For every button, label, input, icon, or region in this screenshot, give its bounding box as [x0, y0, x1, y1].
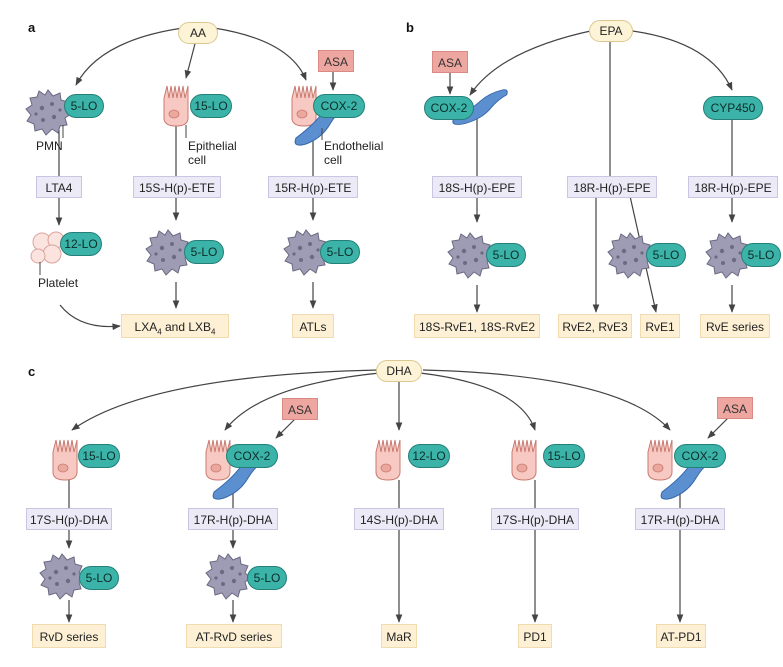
- intermediate-18r-epe-b1: 18R-H(p)-EPE: [567, 176, 657, 198]
- epithelial-cell-c4: [511, 439, 537, 481]
- enzyme-cyp450: CYP450: [703, 96, 763, 120]
- arrow-dha-to-c4: [419, 372, 536, 431]
- arrow-aa-to-pmn: [75, 27, 184, 86]
- product-18s-rve: 18S-RvE1, 18S-RvE2: [414, 314, 540, 338]
- arrow-aa-to-epithelial: [184, 39, 197, 79]
- cell-label-epithelial: Epithelial cell: [188, 139, 237, 167]
- arrow-asa-to-cox2-c5: [707, 417, 729, 439]
- arrow-dha-to-c2: [224, 372, 381, 431]
- product-at-rvd-series: AT-RvD series: [186, 624, 282, 648]
- asa-box-b: ASA: [432, 51, 468, 73]
- product-rve1: RvE1: [640, 314, 680, 338]
- enzyme-5lo-b1: 5-LO: [486, 243, 526, 267]
- intermediate-17r-dha-c5: 17R-H(p)-DHA: [635, 508, 725, 530]
- enzyme-5lo-c1: 5-LO: [79, 566, 119, 590]
- platelet-cells: [30, 231, 65, 264]
- arrow-epa-to-cyp450: [624, 29, 733, 91]
- product-rvd-series: RvD series: [32, 624, 106, 648]
- enzyme-5lo-c2: 5-LO: [247, 566, 287, 590]
- epithelial-cell-c5: [647, 439, 673, 481]
- cell-label-pmn: PMN: [36, 139, 63, 153]
- leukocyte-c2: [205, 553, 252, 600]
- enzyme-5lo-b2: 5-LO: [646, 243, 686, 267]
- panel-b-arrows: [446, 29, 736, 313]
- panel-c-arrows: [65, 369, 729, 623]
- enzyme-5lo-a2: 5-LO: [320, 240, 360, 264]
- enzyme-5lo-b3: 5-LO: [741, 243, 781, 267]
- source-dha: DHA: [376, 360, 422, 382]
- panel-label-a: a: [28, 20, 36, 35]
- asa-box-a: ASA: [318, 50, 354, 72]
- asa-box-c2: ASA: [282, 398, 318, 420]
- intermediate-18s-epe: 18S-H(p)-EPE: [432, 176, 522, 198]
- enzyme-15lo-a: 15-LO: [190, 94, 232, 118]
- arrow-epa-to-cox2: [469, 29, 596, 96]
- source-aa: AA: [178, 22, 218, 44]
- product-rve-series: RvE series: [700, 314, 770, 338]
- product-rve2-rve3: RvE2, RvE3: [558, 314, 632, 338]
- product-lxb: and LXB: [161, 320, 212, 334]
- intermediate-14s-dha: 14S-H(p)-DHA: [354, 508, 444, 530]
- asa-box-c5: ASA: [717, 397, 753, 419]
- intermediate-17s-dha-c1: 17S-H(p)-DHA: [26, 508, 112, 530]
- arrow-dha-to-c5: [422, 369, 671, 431]
- product-mar: MaR: [381, 624, 417, 648]
- enzyme-12lo: 12-LO: [60, 232, 102, 256]
- epithelial-cell-c3: [375, 439, 401, 481]
- panel-a-arrows: [55, 27, 337, 331]
- enzyme-cox2-c2: COX-2: [226, 444, 278, 468]
- arrow-platelet-to-lx: [59, 304, 121, 331]
- panel-label-c: c: [28, 364, 36, 379]
- arrow-asa-to-cox2-c2: [275, 417, 297, 439]
- cell-label-endothelial: Endothelial cell: [324, 139, 384, 167]
- enzyme-cox2-c5: COX-2: [674, 444, 726, 468]
- intermediate-17r-dha-c2: 17R-H(p)-DHA: [188, 508, 278, 530]
- panel-label-b: b: [406, 20, 414, 35]
- enzyme-cox2-b: COX-2: [424, 96, 474, 120]
- intermediate-15r-ete: 15R-H(p)-ETE: [268, 176, 358, 198]
- enzyme-5lo-a1: 5-LO: [184, 240, 224, 264]
- pmn-cell: [25, 89, 72, 136]
- intermediate-18r-epe-b2: 18R-H(p)-EPE: [688, 176, 778, 198]
- product-pd1: PD1: [518, 624, 552, 648]
- source-epa: EPA: [589, 20, 633, 42]
- product-lxa: LXA: [134, 320, 158, 334]
- product-lxa-sub: 4: [157, 327, 162, 337]
- enzyme-15lo-c1: 15-LO: [78, 444, 120, 468]
- enzyme-5lo-pmn: 5-LO: [64, 94, 104, 118]
- intermediate-17s-dha-c4: 17S-H(p)-DHA: [491, 508, 579, 530]
- enzyme-12lo-c3: 12-LO: [408, 444, 450, 468]
- product-atls: ATLs: [292, 314, 334, 338]
- enzyme-cox2-a: COX-2: [313, 94, 365, 118]
- arrow-dha-to-c1: [71, 369, 379, 431]
- cell-label-pointers: [39, 125, 323, 275]
- epithelial-cell-c1: [52, 439, 78, 481]
- intermediate-15s-ete: 15S-H(p)-ETE: [133, 176, 221, 198]
- product-lxb-sub: 4: [211, 327, 216, 337]
- cell-label-platelet: Platelet: [38, 276, 79, 290]
- epithelial-cell-a: [163, 85, 189, 127]
- enzyme-15lo-c4: 15-LO: [543, 444, 585, 468]
- arrow-aa-to-endothelial: [213, 27, 307, 81]
- product-lxa-lxb: LXA4 and LXB4: [121, 314, 229, 338]
- product-at-pd1: AT-PD1: [656, 624, 706, 648]
- intermediate-lta4: LTA4: [36, 176, 82, 198]
